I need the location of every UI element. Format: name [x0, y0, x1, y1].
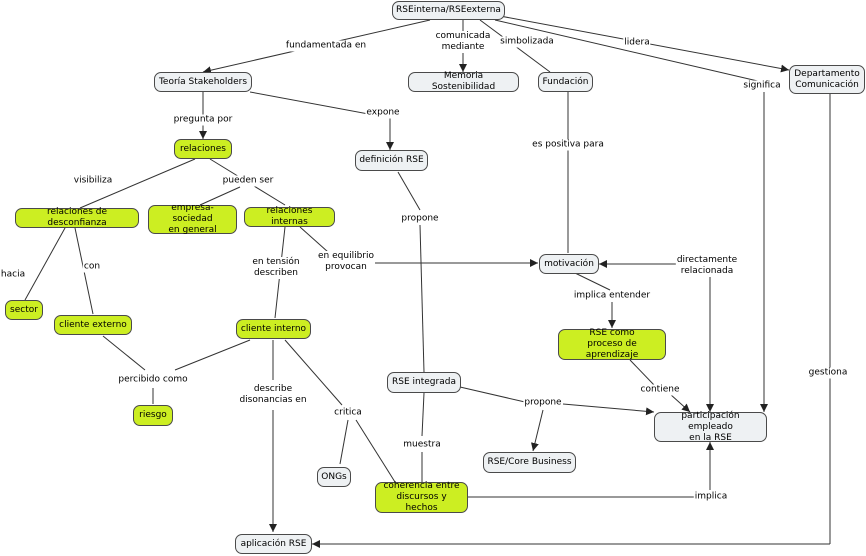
node-cliente-interno[interactable]: cliente interno: [236, 319, 311, 339]
connector-line: [199, 186, 241, 206]
link-simbolizada: simbolizada: [499, 36, 555, 48]
link-gestiona: gestiona: [807, 367, 849, 379]
link-en-equilibrio-provocan: en equilibrio provocan: [317, 251, 375, 273]
link-visibiliza: visibiliza: [72, 175, 114, 187]
link-fundamentada-en: fundamentada en: [284, 40, 368, 52]
node-teoria-stakeholders[interactable]: Teoría Stakeholders: [154, 72, 252, 92]
node-rse-integrada[interactable]: RSE integrada: [387, 372, 461, 393]
node-coherencia-discursos-hechos[interactable]: coherencia entre discursos y hechos: [375, 481, 468, 513]
node-aplicacion-rse[interactable]: aplicación RSE: [235, 534, 312, 554]
connector-line: [24, 227, 66, 301]
connector-line: [355, 419, 396, 483]
node-definicion-rse[interactable]: definición RSE: [355, 150, 428, 171]
link-implica-entender: implica entender: [572, 290, 652, 302]
link-propone-integrada: propone: [523, 397, 563, 409]
link-percibido-como: percibido como: [117, 374, 189, 386]
link-expone: expone: [365, 107, 401, 119]
connector-line: [419, 224, 425, 373]
node-memoria-sostenibilidad[interactable]: Memoria Sostenibilidad: [408, 71, 519, 92]
connector-line: [102, 335, 146, 371]
connector-line: [339, 419, 349, 465]
node-motivacion[interactable]: motivación: [539, 254, 599, 274]
connector-line: [629, 359, 656, 387]
node-rse-core-business[interactable]: RSE/Core Business: [483, 452, 576, 473]
link-implica: implica: [693, 491, 729, 503]
link-en-tension-describen: en tensión describen: [251, 257, 301, 279]
link-pregunta-por: pregunta por: [172, 114, 234, 126]
link-directamente-relacionada: directamente relacionada: [675, 255, 739, 277]
node-rse-interna-externa[interactable]: RSEinterna/RSEexterna: [392, 1, 505, 20]
connector-line: [669, 393, 691, 413]
connector-line: [397, 171, 421, 211]
node-sector[interactable]: sector: [5, 300, 43, 320]
node-relaciones-desconfianza[interactable]: relaciones de desconfianza: [15, 207, 139, 228]
link-significa: significa: [742, 80, 782, 92]
connector-line: [459, 386, 526, 403]
connector-line: [562, 403, 655, 416]
node-rse-proceso-aprendizaje[interactable]: RSE como proceso de aprendizaje: [558, 328, 666, 360]
link-es-positiva-para: es positiva para: [531, 139, 605, 151]
connector-line: [79, 158, 196, 209]
connector-line: [494, 19, 763, 83]
node-relaciones[interactable]: relaciones: [174, 139, 232, 159]
connector-line: [531, 409, 544, 452]
link-con: con: [82, 261, 102, 273]
link-hacia: hacia: [0, 269, 27, 281]
link-muestra: muestra: [402, 439, 442, 451]
node-departamento-comunicacion[interactable]: Departamento Comunicación: [789, 65, 865, 94]
link-lidera: lidera: [623, 37, 651, 49]
node-participacion-empleado[interactable]: participación empleado en la RSE: [654, 411, 767, 443]
connector-line: [174, 339, 251, 371]
connector-line: [421, 392, 425, 437]
connector-line: [284, 339, 343, 406]
link-critica: critica: [333, 407, 363, 419]
connector-line: [574, 272, 611, 291]
node-fundacion[interactable]: Fundación: [538, 72, 593, 92]
link-contiene: contiene: [639, 384, 681, 396]
node-relaciones-internas[interactable]: relaciones internas: [244, 206, 335, 227]
link-pueden-ser: pueden ser: [221, 175, 275, 187]
connector-line: [299, 226, 329, 253]
node-cliente-externo[interactable]: cliente externo: [54, 315, 132, 335]
node-riesgo[interactable]: riesgo: [133, 405, 173, 426]
link-propone-definicion: propone: [400, 213, 440, 225]
node-empresa-sociedad[interactable]: empresa-sociedad en general: [148, 203, 237, 235]
link-comunicada-mediante: comunicada mediante: [434, 31, 492, 53]
node-ongs[interactable]: ONGs: [317, 467, 351, 487]
link-describe-disonancias: describe disonancias en: [238, 384, 308, 406]
